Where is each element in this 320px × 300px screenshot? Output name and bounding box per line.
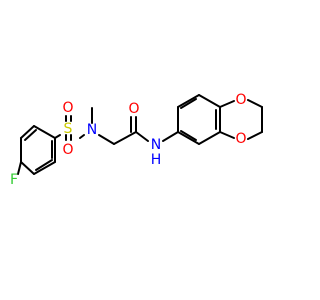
bond xyxy=(98,134,115,145)
fluorine-atom-label: F xyxy=(10,172,18,188)
bond xyxy=(219,131,235,139)
oxygen-atom-label: O xyxy=(128,101,139,117)
bond xyxy=(135,131,149,142)
bond xyxy=(180,98,197,109)
bond xyxy=(219,100,235,108)
bond xyxy=(20,125,35,139)
bond xyxy=(20,161,35,175)
bond xyxy=(180,130,197,141)
bond xyxy=(177,131,200,145)
sulfur-atom-label: S xyxy=(64,121,73,137)
nitrogen-atom-label: N xyxy=(87,122,97,138)
bond xyxy=(247,99,263,108)
bond xyxy=(113,131,137,145)
hydrogen-atom-label: H xyxy=(151,152,162,168)
oxygen-atom-label: O xyxy=(62,142,73,158)
bond xyxy=(162,131,179,142)
bond xyxy=(177,94,200,108)
oxygen-atom-label: O xyxy=(235,92,246,108)
bond xyxy=(79,134,85,139)
bond xyxy=(35,159,53,171)
oxygen-atom-label: O xyxy=(62,100,73,116)
nitrogen-atom-label: N xyxy=(151,137,161,153)
bond xyxy=(198,94,221,108)
bond xyxy=(198,131,221,145)
bond xyxy=(247,131,263,140)
bond xyxy=(17,161,22,175)
molecule-canvas: O O O N H N S O O F xyxy=(9,92,263,188)
bond xyxy=(33,125,56,139)
oxygen-atom-label: O xyxy=(235,131,246,147)
bond xyxy=(33,161,56,175)
molecule-structure: O O O N H N S O O F xyxy=(10,92,263,188)
bond xyxy=(24,129,37,141)
